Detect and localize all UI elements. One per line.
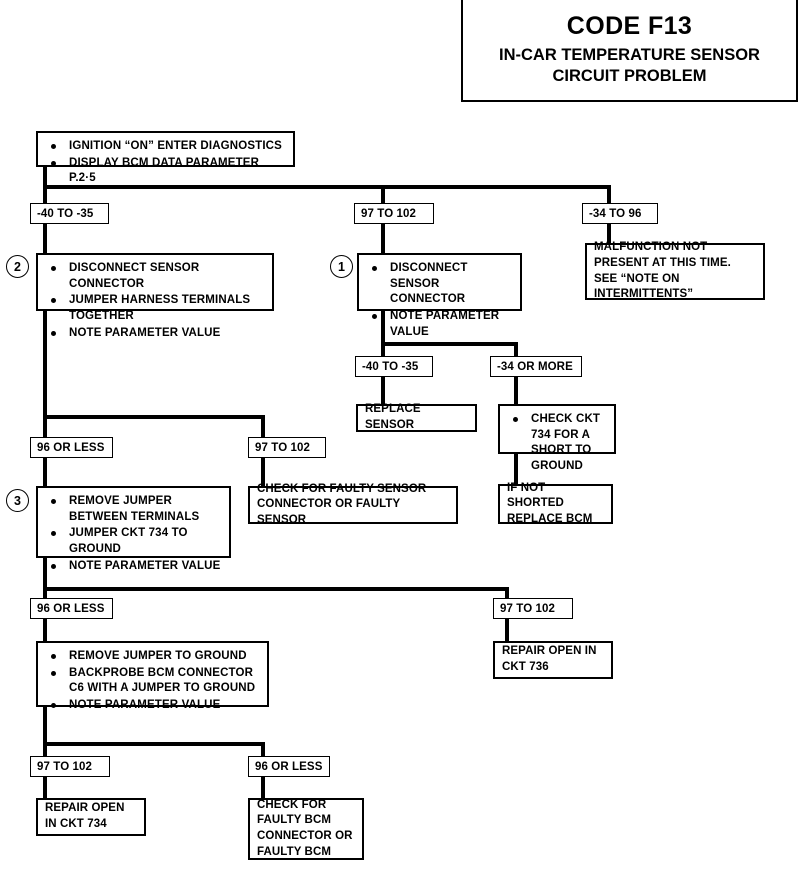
step3-box: REMOVE JUMPER BETWEEN TERMINALS JUMPER C… (36, 486, 231, 572)
connector-top-bus (43, 185, 611, 189)
connector-right-to-malfunction (607, 223, 611, 243)
connector-step3-down (43, 558, 47, 591)
connector-drop-right (607, 185, 611, 205)
connector-step4-bus (43, 742, 265, 746)
terminal-repair-open-736: REPAIR OPEN IN CKT 736 (493, 641, 613, 679)
check-short-box: CHECK CKT 734 FOR A SHORT TO GROUND (498, 404, 616, 472)
start-box: IGNITION “ON” ENTER DIAGNOSTICS DISPLAY … (36, 131, 295, 184)
start-item: IGNITION “ON” ENTER DIAGNOSTICS (47, 139, 286, 155)
branch-label-left-top: -40 TO -35 (30, 203, 109, 224)
step2-box: DISCONNECT SENSOR CONNECTOR JUMPER HARNE… (36, 253, 274, 339)
branch-label-step3-right: 97 TO 102 (493, 598, 573, 619)
branch-label-step3-left: 96 OR LESS (30, 598, 113, 619)
connector-step2-down (43, 311, 47, 419)
connector-step3-left-drop (43, 587, 47, 600)
connector-step4-left-drop (43, 742, 47, 758)
connector-to-check-short (514, 376, 518, 405)
connector-step1-bus (381, 342, 518, 346)
connector-step3-right-drop (505, 587, 509, 600)
branch-label-step4-right: 96 OR LESS (248, 756, 330, 777)
title-block: CODE F13 IN-CAR TEMPERATURE SENSOR CIRCU… (461, 0, 798, 102)
branch-label-step2-left: 96 OR LESS (30, 437, 113, 458)
step-marker-2: 2 (6, 255, 29, 278)
step1-box: DISCONNECT SENSOR CONNECTOR NOTE PARAMET… (357, 253, 522, 338)
step1-item: NOTE PARAMETER VALUE (368, 309, 513, 340)
step2-item: DISCONNECT SENSOR CONNECTOR (47, 261, 265, 292)
check-short-item: CHECK CKT 734 FOR A SHORT TO GROUND (509, 412, 607, 475)
branch-label-step4-left: 97 TO 102 (30, 756, 110, 777)
connector-step2-right-drop (261, 415, 265, 438)
step3-item: REMOVE JUMPER BETWEEN TERMINALS (47, 494, 222, 525)
connector-step4-left-to-terminal (43, 776, 47, 800)
step4-item: REMOVE JUMPER TO GROUND (47, 649, 260, 665)
branch-label-step2-right: 97 TO 102 (248, 437, 326, 458)
connector-drop-left (43, 185, 47, 205)
title-subtitle: IN-CAR TEMPERATURE SENSOR CIRCUIT PROBLE… (499, 45, 760, 87)
start-item: DISPLAY BCM DATA PARAMETER P.2·5 (47, 156, 286, 187)
connector-step2-left-to-step3 (43, 457, 47, 488)
branch-label-mid-top: 97 TO 102 (354, 203, 434, 224)
title-subtitle-line2: CIRCUIT PROBLEM (552, 66, 707, 85)
step3-item: NOTE PARAMETER VALUE (47, 559, 222, 575)
step4-item: NOTE PARAMETER VALUE (47, 698, 260, 714)
connector-step2-bus (43, 415, 265, 419)
terminal-malfunction-not-present: MALFUNCTION NOT PRESENT AT THIS TIME. SE… (585, 241, 765, 300)
step2-item: JUMPER HARNESS TERMINALS TOGETHER (47, 293, 265, 324)
step4-item: BACKPROBE BCM CONNECTOR C6 WITH A JUMPER… (47, 666, 260, 697)
connector-start-down (43, 167, 47, 188)
terminal-check-faulty-bcm: CHECK FOR FAULTY BCM CONNECTOR OR FAULTY… (248, 798, 364, 860)
step2-item: NOTE PARAMETER VALUE (47, 326, 265, 342)
connector-step4-right-drop (261, 742, 265, 758)
page-title: CODE F13 (566, 12, 693, 41)
connector-drop-mid (381, 185, 385, 205)
connector-check-short-down (514, 453, 518, 486)
step3-item: JUMPER CKT 734 TO GROUND (47, 526, 222, 557)
connector-step1-right-drop (514, 342, 518, 357)
connector-step3-bus (43, 587, 509, 591)
connector-mid-to-step1 (381, 223, 385, 256)
connector-step2-right-to-terminal (261, 457, 265, 488)
step4-box: REMOVE JUMPER TO GROUND BACKPROBE BCM CO… (36, 641, 269, 711)
connector-step1-down (381, 311, 385, 346)
connector-left-to-step2 (43, 223, 47, 256)
step-marker-1: 1 (330, 255, 353, 278)
connector-step3-right-to-terminal (505, 618, 509, 644)
connector-step3-left-to-step4 (43, 618, 47, 644)
title-subtitle-line1: IN-CAR TEMPERATURE SENSOR (499, 45, 760, 64)
connector-to-replace-sensor (381, 376, 385, 405)
connector-step4-right-to-terminal (261, 776, 265, 800)
branch-label-mid-low-left: -40 TO -35 (355, 356, 433, 377)
branch-label-mid-low-right: -34 OR MORE (490, 356, 582, 377)
branch-label-right-top: -34 TO 96 (582, 203, 658, 224)
connector-step1-left-drop (381, 342, 385, 357)
step-marker-3: 3 (6, 489, 29, 512)
step1-item: DISCONNECT SENSOR CONNECTOR (368, 261, 513, 308)
connector-step2-left-drop (43, 415, 47, 438)
connector-step4-down (43, 707, 47, 746)
terminal-repair-open-734: REPAIR OPEN IN CKT 734 (36, 798, 146, 836)
terminal-if-not-shorted: IF NOT SHORTED REPLACE BCM (498, 482, 613, 525)
terminal-replace-sensor: REPLACE SENSOR (356, 403, 477, 432)
terminal-check-faulty-sensor: CHECK FOR FAULTY SENSOR CONNECTOR OR FAU… (248, 483, 458, 526)
